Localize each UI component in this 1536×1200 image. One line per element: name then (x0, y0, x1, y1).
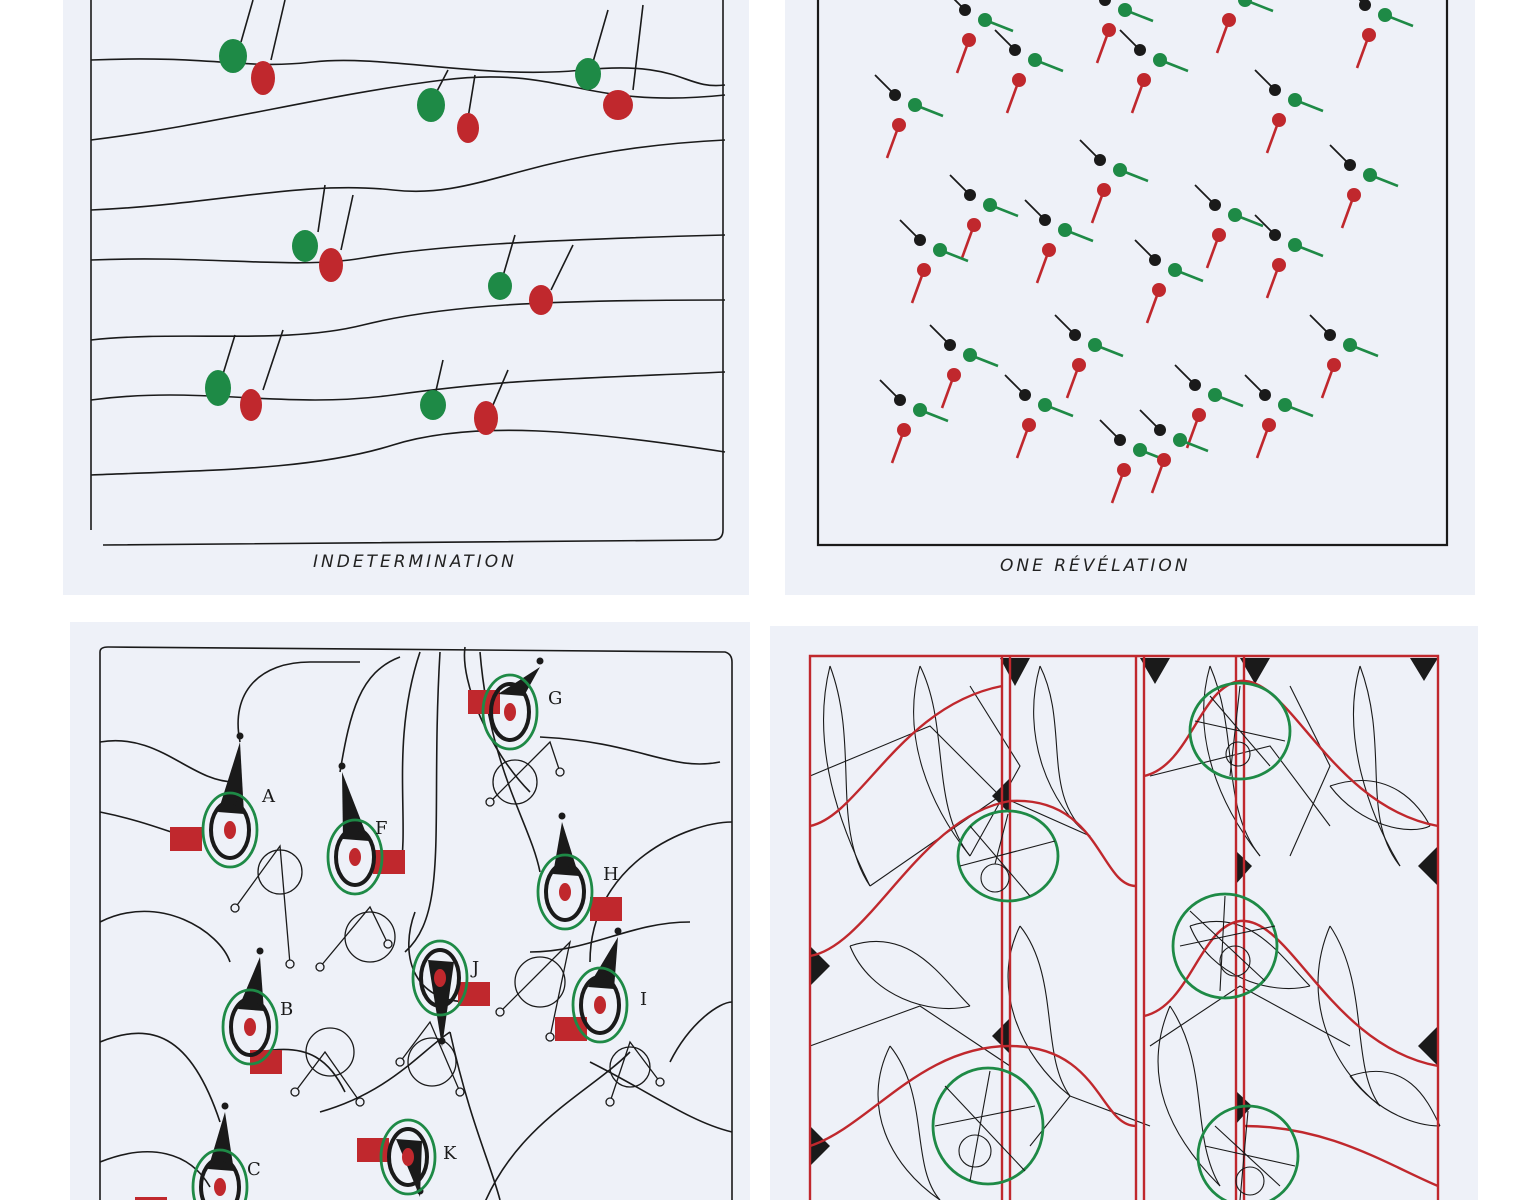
cell-label-f: F (375, 818, 388, 839)
caption-one-revelation: ONE RÉVÉLATION (1000, 556, 1191, 576)
motif (874, 74, 944, 159)
black-triangles (810, 658, 1438, 1166)
motif (879, 379, 949, 464)
leaf-lines (809, 665, 1441, 1200)
motif (1099, 419, 1169, 504)
panel-one-revelation: ONE RÉVÉLATION (785, 0, 1475, 595)
motif (1215, 0, 1274, 54)
cell-label-c: C (247, 1159, 261, 1180)
colored-dots (205, 39, 633, 435)
green-flowers (931, 681, 1300, 1200)
cell (135, 1102, 249, 1200)
caption-indetermination: INDETERMINATION (313, 552, 517, 572)
cell (536, 812, 622, 931)
motif (1139, 409, 1209, 494)
motif (1194, 184, 1264, 269)
motif (1024, 199, 1094, 284)
cell-label-h: H (603, 864, 619, 885)
panel-floral-pattern (770, 626, 1478, 1200)
cell (326, 762, 405, 896)
drawing-one-revelation (816, 0, 1449, 547)
motif (1079, 139, 1149, 224)
motif-group (874, 0, 1414, 504)
motif (994, 29, 1064, 114)
cell-label-k: K (443, 1143, 457, 1164)
cell-label-j: J (470, 958, 479, 979)
motif (1004, 374, 1074, 459)
cell-letters: A B C F G H I J K (247, 688, 647, 1180)
motif (1095, 0, 1154, 64)
motif (1134, 239, 1204, 324)
motif (899, 219, 969, 304)
motif (1119, 29, 1189, 114)
cell (221, 947, 282, 1074)
cell (555, 927, 629, 1044)
motif (1329, 144, 1399, 229)
motif (929, 324, 999, 409)
red-contours (808, 654, 1440, 1200)
drawing-indetermination (90, 0, 726, 546)
pin-linkages (230, 740, 665, 1107)
drawing-lettered-cells: A B C F G H I J K (99, 646, 733, 1200)
motif (949, 174, 1019, 259)
motif (1054, 314, 1124, 399)
cell-label-g: G (548, 688, 562, 709)
cell (468, 657, 544, 751)
cell-label-a: A (261, 786, 276, 807)
drawing-floral-pattern (808, 654, 1441, 1200)
motif (1244, 374, 1314, 459)
motif (1254, 69, 1324, 154)
cell-label-b: B (280, 999, 293, 1020)
motif (1254, 214, 1324, 299)
motif (1355, 0, 1414, 69)
cell (411, 939, 490, 1047)
flower-details (934, 685, 1296, 1200)
cell-label-i: I (640, 989, 647, 1010)
cell (357, 1118, 437, 1197)
panel-indetermination: INDETERMINATION (63, 0, 749, 595)
cell-group (135, 657, 629, 1200)
panel-lettered-cells: A B C F G H I J K (70, 622, 750, 1200)
motif (953, 0, 1014, 74)
cell (170, 732, 259, 869)
motif (1309, 314, 1379, 399)
